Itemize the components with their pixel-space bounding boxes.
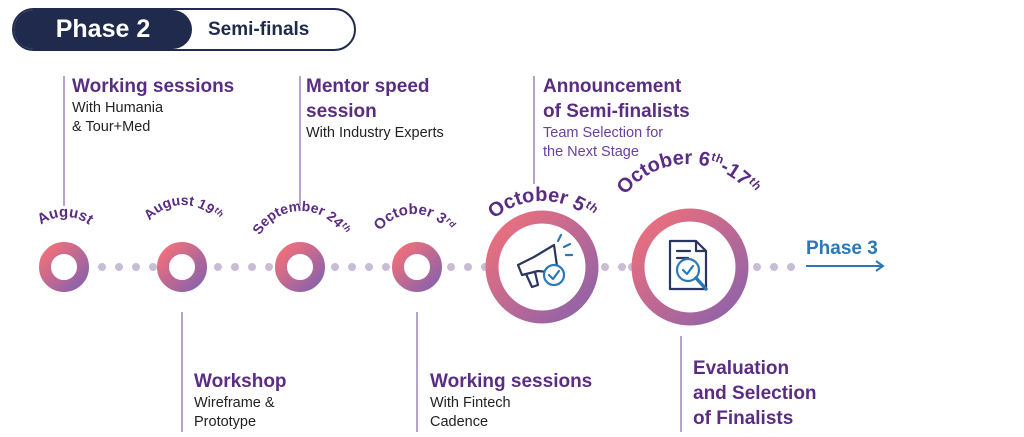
milestone-ring-october-5 <box>485 210 599 324</box>
connector-line <box>680 336 682 432</box>
date-label-october-3: October 3rd <box>370 201 458 234</box>
event-desc: Team Selection for <box>543 125 664 141</box>
event-title: Announcement <box>543 76 682 97</box>
event-title: Workshop <box>194 371 287 392</box>
date-label-august-19: August 19th <box>140 192 226 223</box>
event-desc: Cadence <box>430 414 489 430</box>
event-title: Mentor speed <box>306 76 430 97</box>
event-title: of Finalists <box>693 408 794 429</box>
date-label-august: August <box>34 204 96 228</box>
milestone-ring-august-19 <box>157 242 207 292</box>
event-desc: With Fintech <box>430 395 511 411</box>
event-evaluation: Evaluation and Selection of Finalists <box>693 356 817 431</box>
event-title: session <box>306 101 377 122</box>
event-desc: the Next Stage <box>543 144 639 160</box>
event-desc: With Humania <box>72 100 164 116</box>
timeline-dots <box>98 263 795 271</box>
connector-line <box>299 76 301 206</box>
event-title: and Selection <box>693 383 817 404</box>
event-title: Working sessions <box>72 76 235 97</box>
megaphone-check-icon <box>516 233 574 289</box>
event-title: Working sessions <box>430 371 593 392</box>
phase-header: Phase 2 Semi-finals <box>12 8 356 51</box>
event-desc: With Industry Experts <box>306 125 444 141</box>
date-label-september-24: September 24th <box>249 198 353 237</box>
event-desc: Wireframe & <box>194 395 275 411</box>
next-phase-arrow <box>806 260 885 272</box>
document-magnifier-icon <box>668 239 708 291</box>
milestone-ring-october-3 <box>392 242 442 292</box>
event-desc: Prototype <box>194 414 257 430</box>
event-working-sessions-1: Working sessions With Humania & Tour+Med <box>72 74 234 137</box>
connector-line <box>416 312 418 432</box>
next-phase-label: Phase 3 <box>806 238 878 259</box>
milestone-ring-september-24 <box>275 242 325 292</box>
event-title: Evaluation <box>693 358 790 379</box>
event-working-sessions-2: Working sessions With Fintech Cadence <box>430 369 592 432</box>
event-mentor-speed-session: Mentor speed session With Industry Exper… <box>306 74 444 143</box>
event-title: of Semi-finalists <box>543 101 690 122</box>
event-workshop: Workshop Wireframe & Prototype <box>194 369 287 432</box>
phase-label: Phase 2 <box>14 10 192 49</box>
connector-line <box>533 76 535 184</box>
connector-line <box>181 312 183 432</box>
milestone-ring-august <box>39 242 89 292</box>
event-desc: & Tour+Med <box>72 119 151 135</box>
event-announcement: Announcement of Semi-finalists Team Sele… <box>543 74 690 162</box>
stage-label: Semi-finals <box>208 18 310 40</box>
connector-line <box>63 76 65 206</box>
